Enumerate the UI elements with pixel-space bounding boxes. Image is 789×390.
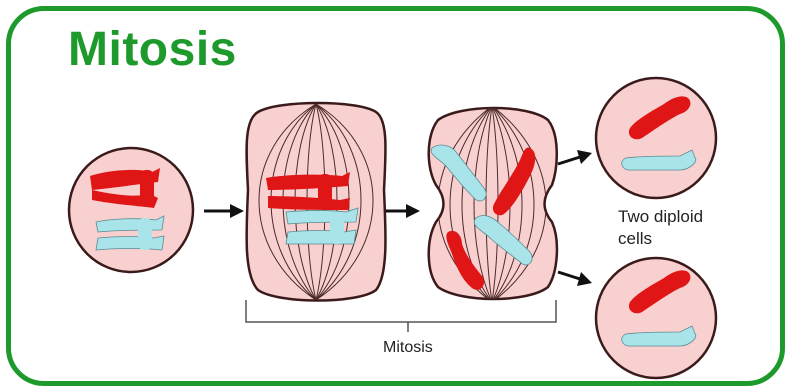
daughter-cells-label-line2: cells bbox=[618, 229, 652, 248]
daughter-cells-label-line1: Two diploid bbox=[618, 207, 703, 226]
parent-cell bbox=[69, 148, 193, 272]
arrow-icon bbox=[558, 150, 592, 164]
mitosis-bracket bbox=[246, 300, 556, 332]
arrow-icon bbox=[204, 204, 244, 218]
daughter-cell-top bbox=[596, 78, 716, 198]
arrow-icon bbox=[558, 272, 592, 286]
bracket-label: Mitosis bbox=[383, 339, 433, 356]
daughter-cell-bottom bbox=[596, 258, 716, 378]
arrow-icon bbox=[386, 204, 420, 218]
dividing-cell bbox=[429, 106, 557, 302]
metaphase-cell bbox=[247, 103, 386, 301]
